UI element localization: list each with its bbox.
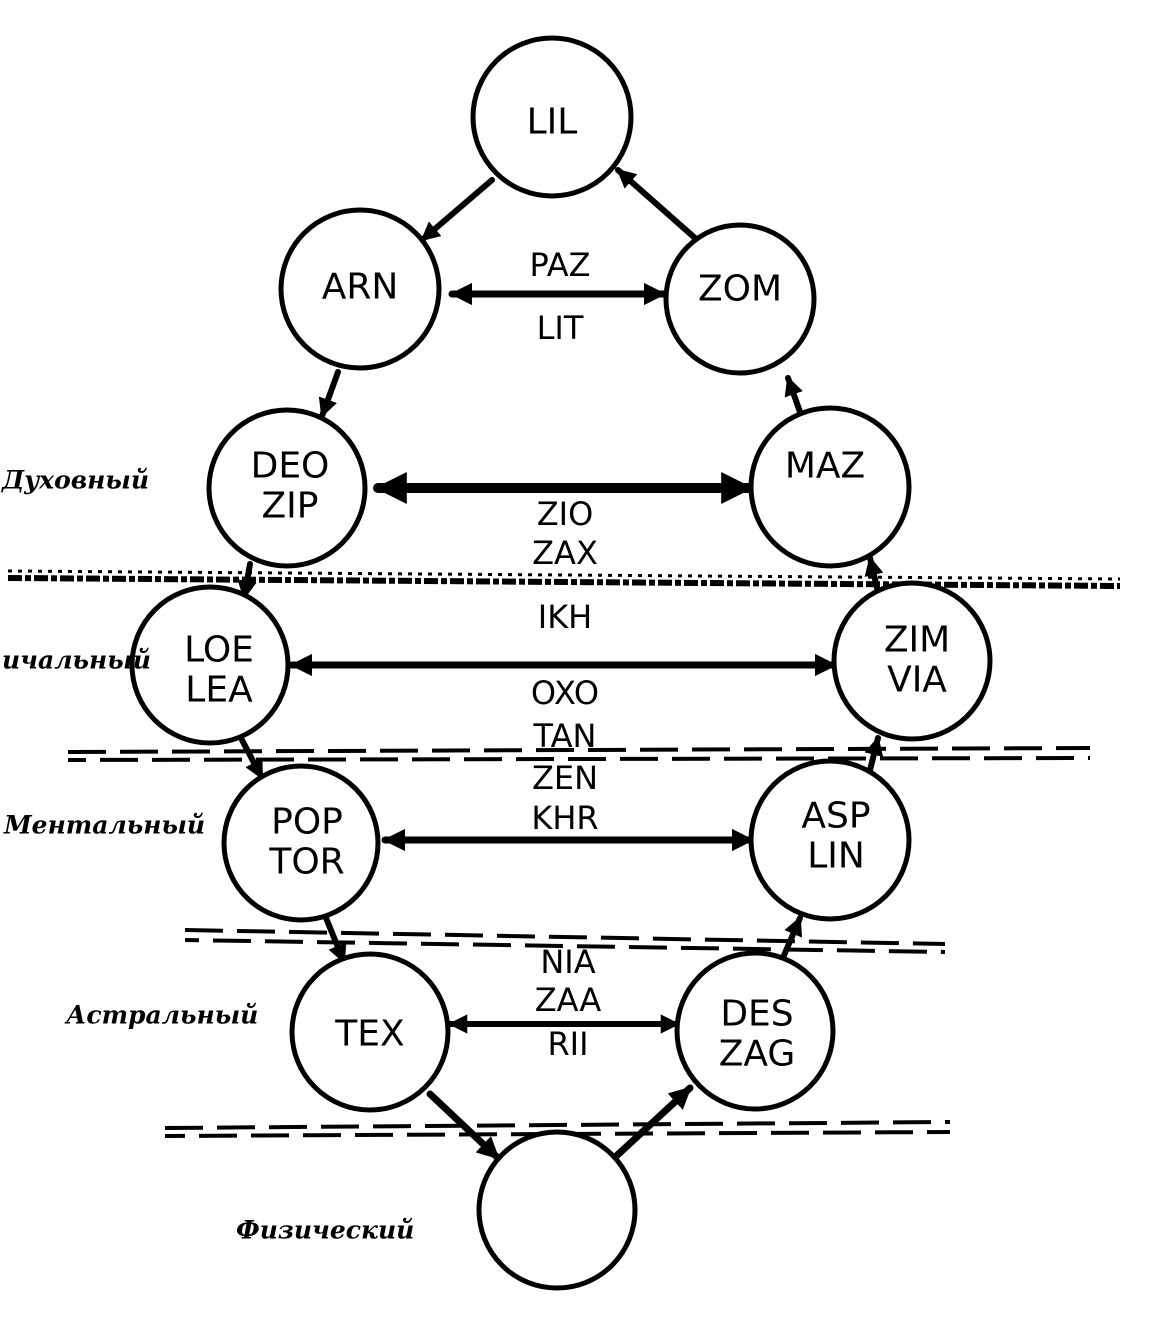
level-label-mental: Ментальный — [3, 811, 205, 840]
edge-label-zax: ZAX — [532, 534, 598, 572]
edge-arn-deo — [318, 369, 341, 419]
edge-des-asp — [779, 915, 803, 963]
node-zom: ZOM — [663, 222, 817, 376]
edge-deo-loe — [237, 561, 257, 601]
edge-label-lit: LIT — [537, 309, 584, 347]
plane-boundaries — [7, 569, 1121, 1138]
node-pop-label-1: POP — [271, 802, 343, 843]
node-lil: LIL — [470, 35, 634, 199]
edge-labels: PAZ LIT ZIO ZAX IKH OXO TAN ZEN KHR NIA … — [529, 246, 601, 1063]
node-arn-label: ARN — [322, 267, 399, 308]
node-des-label-2: ZAG — [719, 1034, 796, 1075]
edge-label-khr: KHR — [531, 799, 598, 837]
edge-label-zen: ZEN — [532, 759, 598, 797]
node-loe-label-2: LEA — [185, 670, 253, 711]
causal-mental-boundary-2 — [67, 756, 1091, 762]
node-lil-label: LIL — [527, 102, 578, 143]
edges — [237, 167, 884, 1164]
node-deo-label-2: ZIP — [262, 486, 319, 527]
node-deo-label-1: DEO — [251, 446, 330, 487]
node-deo: DEO ZIP — [206, 407, 368, 569]
edge-maz-zom — [784, 375, 803, 415]
node-zim: ZIM VIA — [831, 580, 993, 742]
node-loe-label-1: LOE — [184, 630, 254, 671]
node-des: DES ZAG — [674, 950, 836, 1112]
level-label-spiritual: Духовный — [1, 466, 149, 495]
node-des-label-1: DES — [720, 994, 793, 1035]
node-arn: ARN — [278, 207, 442, 371]
edge-zom-lil — [615, 167, 698, 241]
node-pop: POP TOR — [221, 763, 381, 923]
edge-label-tan: TAN — [533, 717, 597, 755]
edge-label-oxo: OXO — [531, 674, 599, 712]
nodes: LIL ARN ZOM DEO ZIP MAZ LOE LEA ZIM VIA — [129, 35, 993, 1291]
node-asp: ASP LIN — [748, 758, 912, 922]
level-label-causal: ичальный — [2, 646, 151, 675]
node-pop-label-2: TOR — [268, 842, 344, 883]
node-zim-label-2: VIA — [887, 660, 947, 701]
edge-label-ikh: IKH — [538, 598, 592, 636]
node-loe: LOE LEA — [129, 584, 291, 746]
causal-mental-boundary — [67, 746, 1091, 754]
node-tex: TEX — [289, 951, 451, 1113]
edge-tex-base — [426, 1090, 502, 1162]
mental-astral-boundary-2 — [184, 938, 946, 954]
node-asp-label-1: ASP — [801, 796, 870, 837]
edge-label-nia: NIA — [540, 943, 595, 981]
level-label-physical: Физический — [236, 1216, 414, 1245]
node-maz-label: MAZ — [785, 446, 865, 487]
edge-label-zio: ZIO — [537, 495, 594, 533]
node-asp-label-2: LIN — [807, 836, 865, 877]
edge-label-zaa: ZAA — [535, 981, 602, 1019]
edge-loe-pop — [239, 737, 265, 781]
plane-labels: Духовный ичальный Ментальный Астральный … — [1, 466, 414, 1245]
edge-lil-arn — [419, 177, 495, 243]
edge-pop-tex — [323, 915, 347, 965]
node-maz: MAZ — [748, 405, 912, 569]
spiritual-causal-boundary — [7, 575, 1121, 589]
edge-base-des — [608, 1084, 694, 1164]
node-zim-label-1: ZIM — [884, 620, 950, 661]
level-label-astral: Астральный — [64, 1001, 258, 1030]
edge-label-paz: PAZ — [529, 246, 590, 284]
astral-physical-boundary — [164, 1120, 951, 1130]
node-tex-label: TEX — [334, 1014, 404, 1055]
edge-label-rii: RII — [547, 1025, 588, 1063]
mental-astral-boundary — [184, 928, 946, 946]
node-zom-label: ZOM — [698, 269, 782, 310]
edge-zim-maz — [864, 555, 884, 595]
node-base — [476, 1129, 638, 1291]
